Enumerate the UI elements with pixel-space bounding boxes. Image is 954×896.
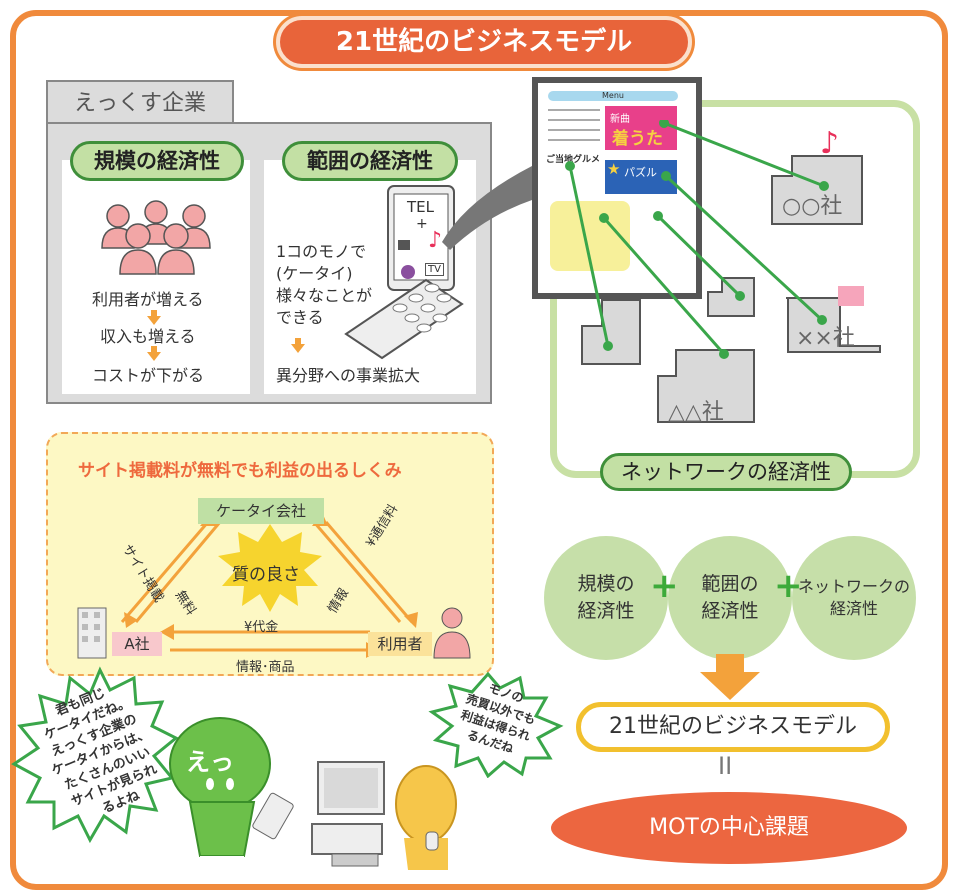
down-arrow-icon <box>291 344 305 353</box>
circle-scale-label: 規模の 経済性 <box>577 573 635 622</box>
menu-lines <box>548 109 600 141</box>
a-company-label: A社 <box>112 632 162 656</box>
circle-network: ネットワークの 経済性 <box>792 536 916 660</box>
users-icon <box>101 200 211 275</box>
left-speech-bubble <box>11 666 179 844</box>
chaku-uta-label: 着うた <box>612 129 663 149</box>
menu-header: Menu <box>548 91 678 101</box>
right-speech-bubble <box>428 671 564 778</box>
scale-step-1: 利用者が増える <box>92 290 204 309</box>
new-song-label: 新曲 <box>610 114 630 125</box>
company-tab: えっくす企業 <box>46 80 234 126</box>
user-person-icon <box>433 607 471 659</box>
circle-scale: 規模の 経済性 <box>544 536 668 660</box>
down-arrow-icon <box>147 316 161 325</box>
user-label: 利用者 <box>368 632 432 656</box>
music-note-icon: ♪ <box>428 228 443 253</box>
phone-tel: TEL <box>407 198 434 216</box>
menu-gourmet: ご当地グルメ <box>546 155 601 165</box>
scale-title: 規模の経済性 <box>70 141 244 181</box>
carrier-label: ケータイ会社 <box>198 498 324 524</box>
plus-icon: + <box>650 566 679 606</box>
down-arrow-icon <box>700 654 760 700</box>
scale-step-2: 収入も増える <box>100 327 196 346</box>
scope-line-4: できる <box>276 308 324 327</box>
scope-line-2: (ケータイ) <box>276 264 353 283</box>
circle-scope-label: 範囲の 経済性 <box>701 573 759 622</box>
equals-sign: II <box>718 752 733 780</box>
company-sankaku: △△社 <box>668 400 724 425</box>
phone-plus: + <box>416 216 428 232</box>
green-character-icon <box>169 717 294 866</box>
music-note-icon: ♪ <box>820 126 840 161</box>
chaku-uta-banner <box>605 106 677 150</box>
scope-line-3: 様々なことが <box>276 286 373 305</box>
network-title: ネットワークの経済性 <box>600 453 852 491</box>
network-graph <box>565 120 881 423</box>
circle-network-label: ネットワークの 経済性 <box>797 576 910 618</box>
scope-line-1: 1コのモノで <box>276 242 367 261</box>
circle-scope: 範囲の 経済性 <box>668 536 792 660</box>
company-oo: ○○社 <box>782 194 843 219</box>
office-building-icon <box>77 607 107 659</box>
business-model-pill: 21世紀のビジネスモデル <box>576 702 890 752</box>
yen-fee-label: ¥代金 <box>244 620 279 635</box>
info-goods-label: 情報･商品 <box>236 660 295 675</box>
company-xx: ××社 <box>796 326 855 351</box>
plus-icon: + <box>774 566 803 606</box>
character-label: えっ <box>186 748 234 776</box>
site-model-title: サイト掲載料が無料でも利益の出るしくみ <box>78 461 402 481</box>
scope-title: 範囲の経済性 <box>282 141 458 181</box>
tv-icon: TV <box>425 263 444 276</box>
star-icon: ★ <box>607 160 621 178</box>
scale-step-3: コストが下がる <box>92 366 205 385</box>
puzzle-label: パズル <box>624 166 657 179</box>
center-label: 質の良さ <box>232 565 300 585</box>
callout-connector <box>442 166 532 250</box>
computer-character-icon <box>311 761 457 870</box>
down-arrow-icon <box>147 352 161 361</box>
flip-phone-icon <box>344 185 464 360</box>
mot-core-ellipse: MOTの中心課題 <box>551 792 907 864</box>
scope-result: 異分野への事業拡大 <box>276 366 421 385</box>
page-title: 21世紀のビジネスモデル <box>276 16 692 68</box>
